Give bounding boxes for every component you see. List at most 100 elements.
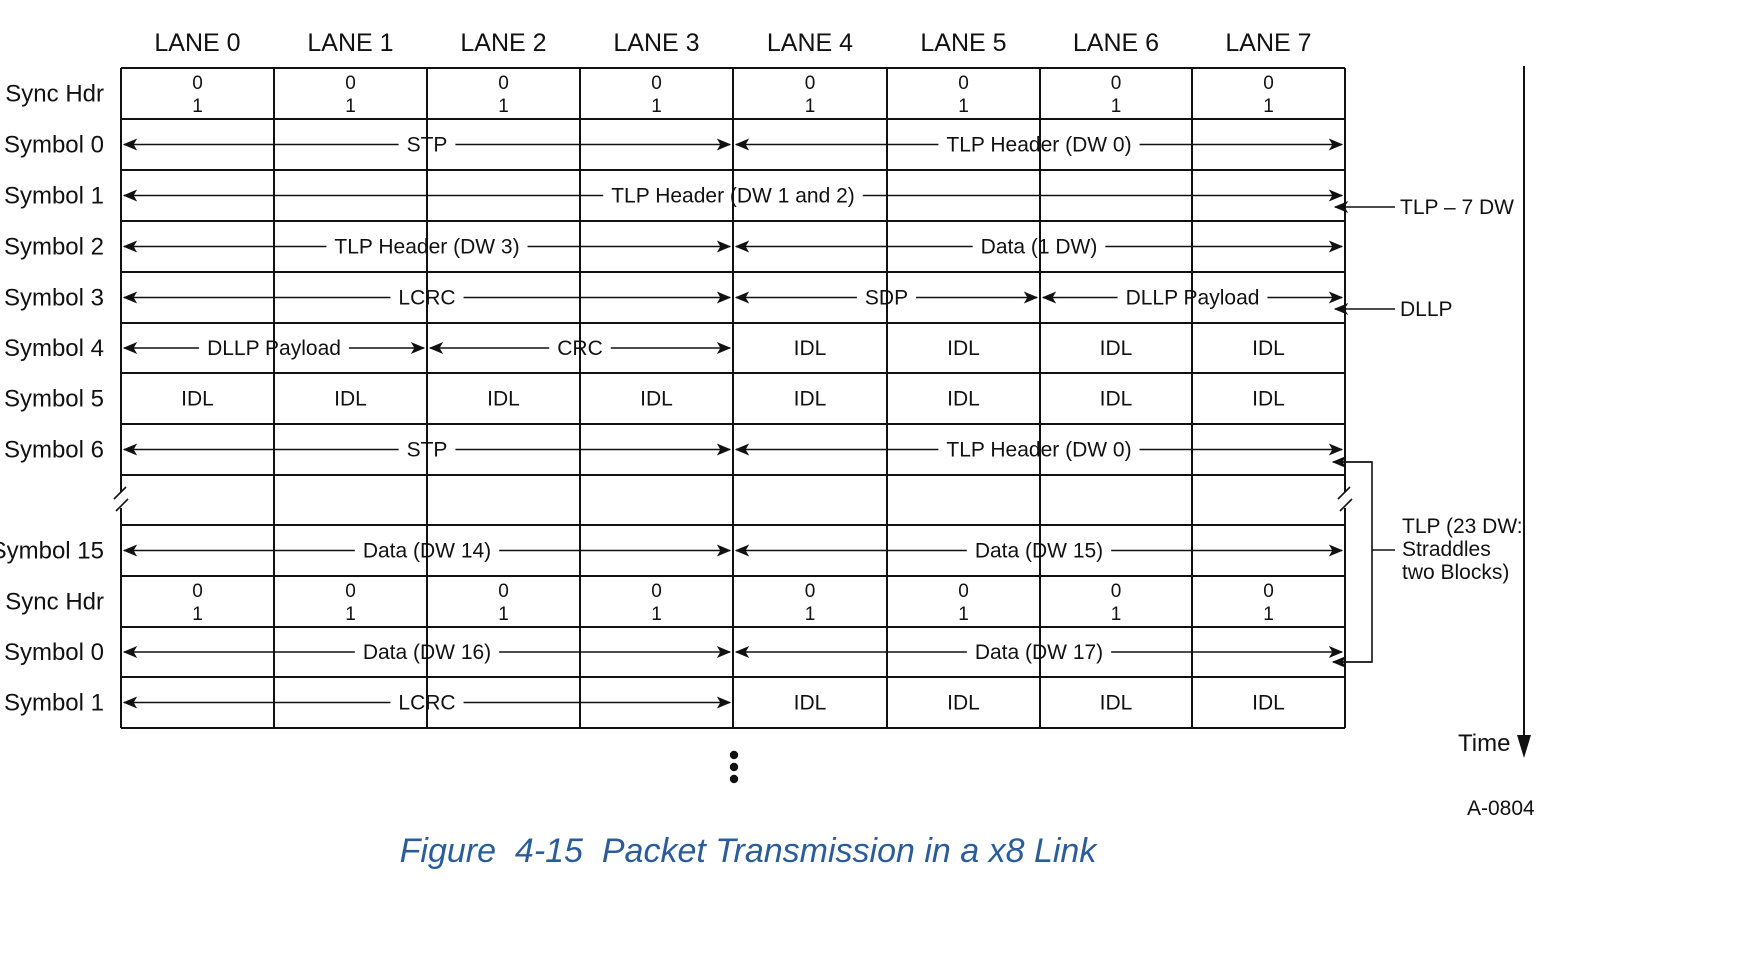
break-slash [113,486,127,500]
idle-cell: IDL [334,388,367,411]
lane-header: LANE 3 [613,29,699,57]
grid-lines [113,67,1353,729]
span-label: DLLP Payload [1126,287,1260,310]
sync-bit-0: 0 [345,73,356,94]
sync-bit-0: 0 [651,581,662,602]
sync-bit-1: 1 [958,604,969,625]
idle-cell: IDL [1100,337,1133,360]
span-label: Data (DW 14) [363,540,491,563]
continuation-dot [729,750,739,760]
lane-header: LANE 7 [1225,29,1311,57]
span-label: Data (DW 15) [975,540,1103,563]
side-annotations: TLP – 7 DW DLLP TLP (23 DW: Straddles tw… [400,66,1535,870]
span-label: STP [407,439,448,462]
sync-bit-0: 0 [805,73,816,94]
row-label: Symbol 0 [4,639,104,666]
sync-bit-1: 1 [345,604,356,625]
sync-bit-1: 1 [345,96,356,117]
sync-bit-0: 0 [1111,73,1122,94]
sync-bit-0: 0 [498,73,509,94]
lane-header: LANE 0 [154,29,240,57]
row-label: Sync Hdr [5,589,104,616]
row-label: Symbol 1 [4,183,104,210]
sync-bit-0: 0 [805,581,816,602]
sync-bit-1: 1 [1263,604,1274,625]
sync-bit-0: 0 [345,581,356,602]
idle-cell: IDL [794,692,827,715]
tlp23-label-line2: Straddles [1402,538,1491,561]
sync-bit-0: 0 [958,73,969,94]
row-label: Sync Hdr [5,81,104,108]
idle-cell: IDL [1100,388,1133,411]
sync-bit-0: 0 [1263,73,1274,94]
continuation-dot [729,774,739,784]
idle-cell: IDL [794,388,827,411]
sync-bit-0: 0 [498,581,509,602]
span-label: Data (DW 17) [975,641,1103,664]
row-label: Symbol 1 [4,690,104,717]
idle-cell: IDL [487,388,520,411]
span-label: TLP Header (DW 1 and 2) [611,185,855,208]
span-label: DLLP Payload [207,337,341,360]
idle-cell: IDL [640,388,673,411]
sync-bit-1: 1 [651,604,662,625]
span-label: TLP Header (DW 0) [946,439,1131,462]
tlp23-label-line3: two Blocks) [1402,561,1509,584]
sync-bit-1: 1 [805,604,816,625]
span-label: Data (1 DW) [981,236,1098,259]
lane-header: LANE 6 [1073,29,1159,57]
idle-cell: IDL [181,388,214,411]
dllp-label: DLLP [1400,298,1453,321]
span-label: SDP [865,287,908,310]
sync-bit-0: 0 [192,73,203,94]
time-label: Time [1458,730,1510,757]
sync-bit-0: 0 [1263,581,1274,602]
idle-cell: IDL [794,337,827,360]
time-axis-arrowhead [1517,735,1531,758]
sync-bit-1: 1 [192,604,203,625]
row-label: Symbol 6 [4,437,104,464]
idle-cell: IDL [947,388,980,411]
row-label: Symbol 5 [4,386,104,413]
break-slash [115,498,129,512]
sync-bit-0: 0 [1111,581,1122,602]
sync-bit-1: 1 [192,96,203,117]
row-label: Symbol 3 [4,285,104,312]
sync-bit-0: 0 [958,581,969,602]
tlp7-label: TLP – 7 DW [1400,196,1514,219]
idle-cell: IDL [1100,692,1133,715]
figure-id: A-0804 [1467,797,1535,820]
idle-cell: IDL [1252,337,1285,360]
span-label: TLP Header (DW 3) [334,236,519,259]
lane-header: LANE 2 [460,29,546,57]
span-label: LCRC [398,692,455,715]
sync-bit-1: 1 [498,96,509,117]
row-label: Symbol 15 [0,538,104,565]
sync-bit-1: 1 [498,604,509,625]
break-slash [1337,486,1351,500]
row-label: Symbol 0 [4,132,104,159]
span-label: TLP Header (DW 0) [946,134,1131,157]
break-slash [1339,498,1353,512]
span-label: Data (DW 16) [363,641,491,664]
lane-header: LANE 4 [767,29,853,57]
idle-cell: IDL [947,692,980,715]
sync-bit-1: 1 [958,96,969,117]
sync-bit-1: 1 [1263,96,1274,117]
idle-cell: IDL [1252,388,1285,411]
sync-bit-0: 0 [651,73,662,94]
span-label: CRC [557,337,603,360]
idle-cell: IDL [947,337,980,360]
span-label: STP [407,134,448,157]
sync-bit-1: 1 [1111,604,1122,625]
lane-header: LANE 1 [307,29,393,57]
sync-bit-1: 1 [1111,96,1122,117]
tlp23-label-line1: TLP (23 DW: [1402,515,1523,538]
row-label: Symbol 2 [4,234,104,261]
row-label: Symbol 4 [4,335,104,362]
sync-bit-1: 1 [805,96,816,117]
